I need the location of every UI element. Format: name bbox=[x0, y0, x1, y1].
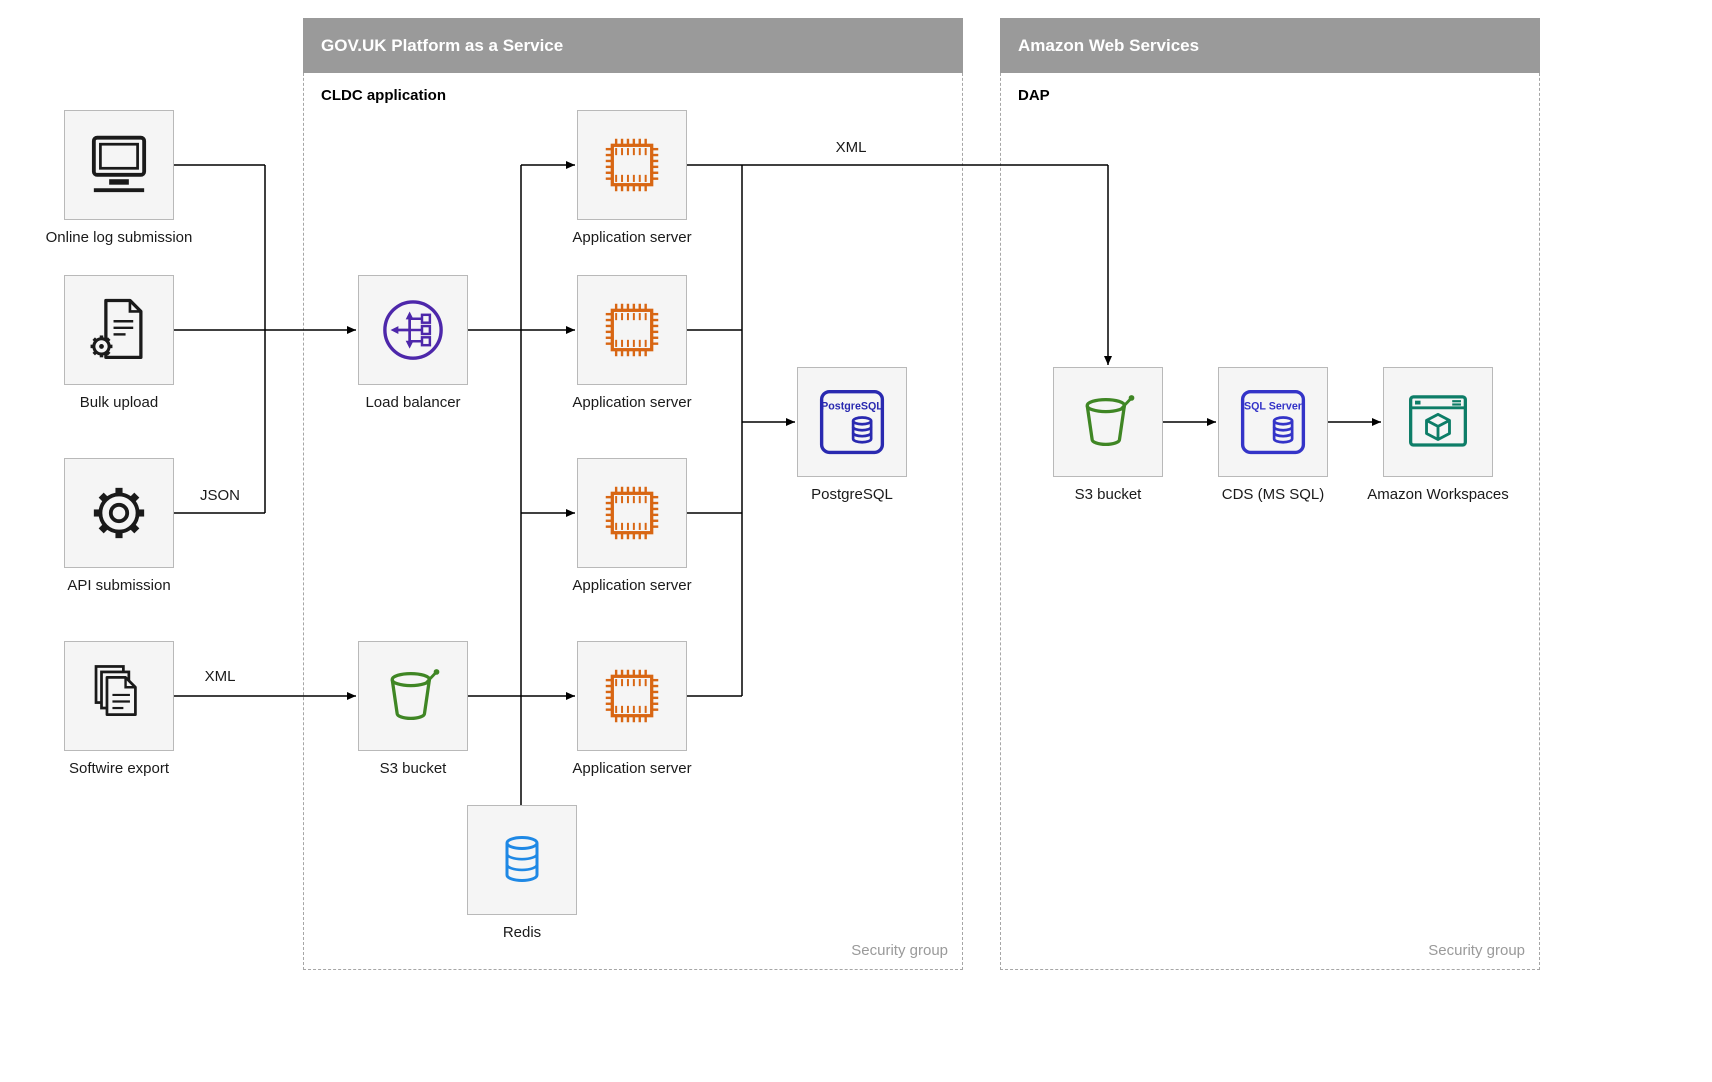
node-online-log-submission: Online log submission bbox=[46, 110, 192, 246]
chip-icon bbox=[605, 303, 659, 357]
node-box bbox=[1053, 367, 1163, 477]
container-header: Amazon Web Services bbox=[1000, 18, 1540, 73]
node-label: API submission bbox=[67, 577, 171, 594]
chip-icon bbox=[605, 138, 659, 192]
node-application-server-3: Application server bbox=[572, 458, 692, 594]
node-box bbox=[358, 641, 468, 751]
bucket-icon bbox=[1085, 395, 1135, 447]
gear-icon bbox=[93, 487, 145, 539]
node-box bbox=[64, 641, 174, 751]
node-box bbox=[64, 275, 174, 385]
computer-icon bbox=[91, 135, 147, 193]
node-label: S3 bucket bbox=[1074, 486, 1142, 503]
node-postgresql: PostgreSQL PostgreSQL bbox=[797, 367, 907, 503]
node-cds-ms-sql: SQL Server CDS (MS SQL) bbox=[1218, 367, 1328, 503]
node-label: Amazon Workspaces bbox=[1367, 486, 1509, 503]
node-label: Redis bbox=[502, 924, 542, 941]
node-box bbox=[358, 275, 468, 385]
postgresql-icon-text: PostgreSQL bbox=[821, 401, 883, 413]
edge-label-xml-softwire: XML bbox=[202, 668, 238, 685]
security-group-label: Security group bbox=[1428, 942, 1525, 959]
node-label: CDS (MS SQL) bbox=[1221, 486, 1325, 503]
documents-icon bbox=[94, 665, 137, 716]
chip-icon bbox=[605, 486, 659, 540]
node-application-server-2: Application server bbox=[572, 275, 692, 411]
container-aws: Amazon Web Services DAP Security group bbox=[1000, 18, 1540, 970]
sql-server-icon-text: SQL Server bbox=[1244, 401, 1302, 413]
node-box: PostgreSQL bbox=[797, 367, 907, 477]
sql-server-icon: SQL Server bbox=[1240, 389, 1306, 455]
node-label: Application server bbox=[572, 394, 692, 411]
node-s3-bucket-aws: S3 bucket bbox=[1053, 367, 1163, 503]
node-label: Load balancer bbox=[365, 394, 461, 411]
node-box bbox=[64, 458, 174, 568]
node-application-server-1: Application server bbox=[572, 110, 692, 246]
load-balancer-icon bbox=[383, 300, 443, 360]
node-box bbox=[577, 275, 687, 385]
node-label: Online log submission bbox=[45, 229, 193, 246]
edge-label-json: JSON bbox=[197, 487, 243, 504]
postgresql-icon: PostgreSQL bbox=[819, 389, 885, 455]
node-box: SQL Server bbox=[1218, 367, 1328, 477]
container-sublabel: DAP bbox=[1018, 87, 1050, 104]
node-load-balancer: Load balancer bbox=[358, 275, 468, 411]
node-label: S3 bucket bbox=[379, 760, 447, 777]
workspaces-icon bbox=[1409, 395, 1467, 447]
bucket-icon bbox=[390, 669, 440, 721]
container-sublabel: CLDC application bbox=[321, 87, 447, 104]
security-group-label: Security group bbox=[851, 942, 948, 959]
document-gear-icon bbox=[90, 298, 143, 359]
node-softwire-export: Softwire export bbox=[64, 641, 174, 777]
node-bulk-upload: Bulk upload bbox=[64, 275, 174, 411]
node-box bbox=[1383, 367, 1493, 477]
chip-icon bbox=[605, 669, 659, 723]
node-label: PostgreSQL bbox=[811, 486, 893, 503]
container-govuk-paas: GOV.UK Platform as a Service CLDC applic… bbox=[303, 18, 963, 970]
node-label: Application server bbox=[572, 229, 692, 246]
container-title: Amazon Web Services bbox=[1018, 36, 1200, 55]
node-application-server-4: Application server bbox=[572, 641, 692, 777]
edge-label-xml-aws: XML bbox=[833, 139, 869, 156]
node-redis: Redis bbox=[467, 805, 577, 941]
node-box bbox=[577, 641, 687, 751]
node-label: Application server bbox=[572, 760, 692, 777]
node-label: Softwire export bbox=[68, 760, 170, 777]
node-box bbox=[577, 458, 687, 568]
node-api-submission: API submission bbox=[64, 458, 174, 594]
container-title: GOV.UK Platform as a Service bbox=[321, 36, 564, 55]
node-label: Bulk upload bbox=[79, 394, 159, 411]
container-header: GOV.UK Platform as a Service bbox=[303, 18, 963, 73]
database-icon bbox=[505, 836, 539, 882]
node-box bbox=[64, 110, 174, 220]
node-label: Application server bbox=[572, 577, 692, 594]
node-amazon-workspaces: Amazon Workspaces bbox=[1367, 367, 1509, 503]
node-s3-bucket-paas: S3 bucket bbox=[358, 641, 468, 777]
node-box bbox=[577, 110, 687, 220]
node-box bbox=[467, 805, 577, 915]
